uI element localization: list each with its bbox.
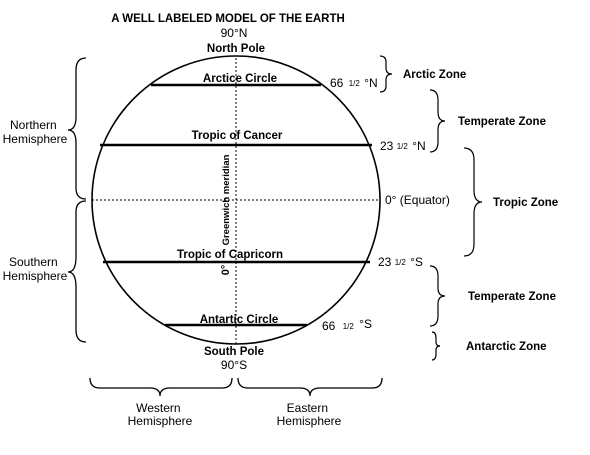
southern-hemisphere-brace bbox=[67, 200, 87, 343]
temperate-south-zone-label: Temperate Zone bbox=[468, 291, 556, 303]
western-hemisphere-line2: Hemisphere bbox=[128, 414, 193, 428]
cancer-latitude-direction: °N bbox=[412, 139, 425, 153]
cancer-latitude-label: 23 1/2 °N bbox=[380, 138, 426, 153]
tropic-zone-brace bbox=[463, 147, 483, 257]
north-pole-degree: 90°N bbox=[221, 26, 248, 40]
arctic-zone-brace bbox=[379, 55, 393, 93]
arctic-latitude-direction: °N bbox=[364, 76, 377, 90]
eastern-hemisphere-label: Eastern Hemisphere bbox=[277, 401, 342, 428]
arctic-latitude-label: 66 1/2 °N bbox=[330, 75, 378, 90]
eastern-hemisphere-line1: Eastern bbox=[287, 401, 328, 415]
northern-hemisphere-line2: Hemisphere bbox=[3, 132, 68, 146]
arctic-latitude-fraction: 1/2 bbox=[349, 79, 361, 88]
antarctic-zone-brace bbox=[431, 331, 441, 361]
eastern-hemisphere-line2: Hemisphere bbox=[277, 414, 342, 428]
western-hemisphere-brace bbox=[89, 377, 233, 397]
temperate-north-zone-brace bbox=[429, 89, 446, 153]
northern-hemisphere-label: Northern Hemisphere bbox=[3, 118, 68, 146]
arctic-zone-label: Arctic Zone bbox=[403, 69, 466, 81]
capricorn-latitude-fraction: 1/2 bbox=[395, 258, 407, 267]
antarctic-latitude-fraction: 1/2 bbox=[343, 322, 355, 331]
northern-hemisphere-brace bbox=[67, 57, 87, 200]
tropic-of-cancer-label: Tropic of Cancer bbox=[192, 130, 283, 142]
antarctic-circle-label: Antartic Circle bbox=[200, 314, 279, 326]
southern-hemisphere-line2: Hemisphere bbox=[3, 269, 68, 283]
diagram-title: A WELL LABELED MODEL OF THE EARTH bbox=[111, 13, 345, 25]
northern-hemisphere-line1: Northern bbox=[10, 118, 57, 132]
meridian-degree-label: 0° bbox=[220, 265, 232, 276]
tropic-of-capricorn-label: Tropic of Capricorn bbox=[177, 249, 283, 261]
south-pole-label: South Pole bbox=[204, 346, 264, 358]
temperate-south-zone-brace bbox=[429, 265, 446, 327]
eastern-hemisphere-brace bbox=[237, 377, 383, 397]
antarctic-latitude-label: 66 1/2 °S bbox=[322, 317, 372, 333]
western-hemisphere-label: Western Hemisphere bbox=[128, 401, 193, 428]
antarctic-latitude-whole: 66 bbox=[322, 319, 336, 333]
equator-label: 0° (Equator) bbox=[385, 193, 450, 207]
tropic-zone-label: Tropic Zone bbox=[493, 197, 558, 209]
capricorn-latitude-label: 23 1/2 °S bbox=[378, 254, 423, 269]
arctic-latitude-whole: 66 bbox=[330, 76, 344, 90]
north-pole-label: North Pole bbox=[207, 43, 265, 55]
southern-hemisphere-label: Southern Hemisphere bbox=[3, 255, 68, 283]
capricorn-latitude-whole: 23 bbox=[378, 255, 392, 269]
antarctic-zone-label: Antarctic Zone bbox=[466, 341, 547, 353]
cancer-latitude-whole: 23 bbox=[380, 139, 394, 153]
southern-hemisphere-line1: Southern bbox=[9, 255, 58, 269]
antarctic-latitude-direction: °S bbox=[359, 317, 372, 331]
temperate-north-zone-label: Temperate Zone bbox=[458, 116, 546, 128]
greenwich-meridian-label: Greenwich meridian bbox=[221, 154, 232, 245]
south-pole-degree: 90°S bbox=[221, 358, 247, 372]
capricorn-latitude-direction: °S bbox=[410, 255, 423, 269]
cancer-latitude-fraction: 1/2 bbox=[397, 142, 409, 151]
arctic-circle-label: Arctice Circle bbox=[203, 73, 277, 85]
western-hemisphere-line1: Western bbox=[136, 401, 180, 415]
